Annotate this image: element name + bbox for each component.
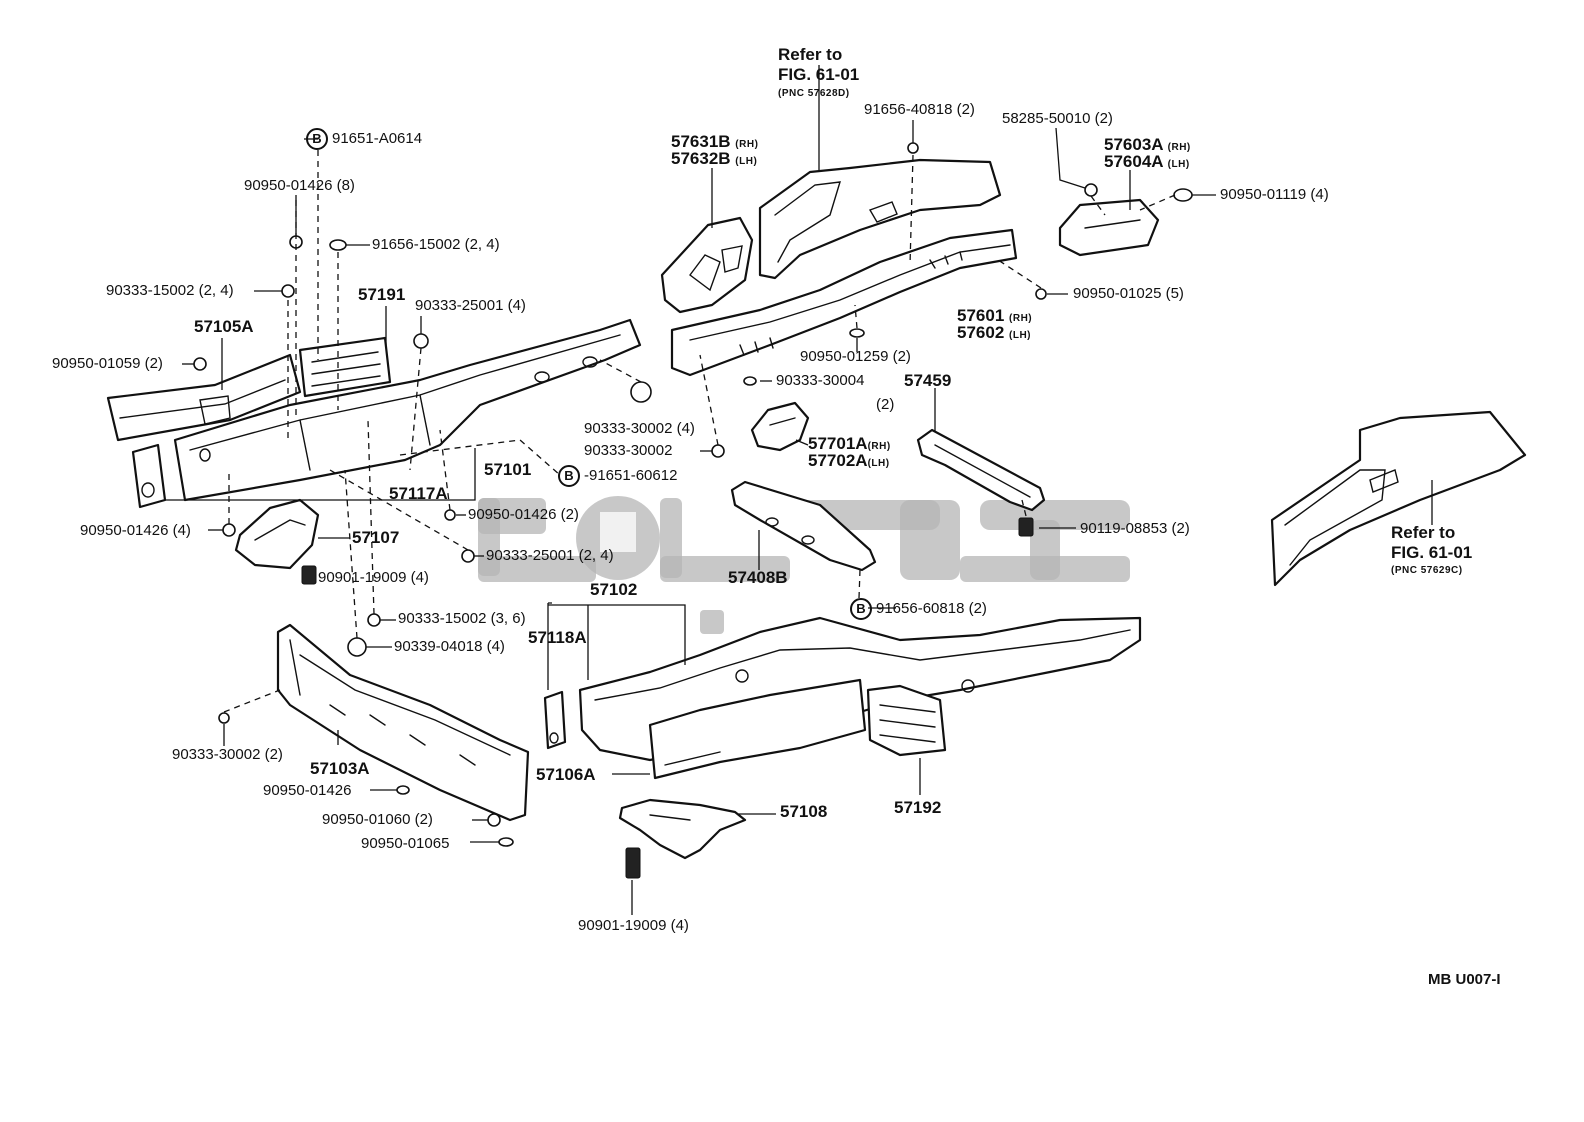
label-57108: 57108: [780, 802, 828, 821]
label-90901-19009-b: 90901-19009 (4): [578, 917, 689, 934]
label-91656-15002: 91656-15002 (2, 4): [372, 236, 500, 253]
label-90950-01426: 90950-01426: [263, 782, 352, 799]
label-90950-01025: 90950-01025 (5): [1073, 285, 1184, 302]
label-57117A: 57117A: [389, 484, 448, 503]
label-57106A: 57106A: [536, 765, 596, 784]
refer-note-2-line1: Refer to: [1391, 523, 1456, 542]
label-90119-08853: 90119-08853 (2): [1080, 520, 1190, 537]
label-90950-01426-4: 90950-01426 (4): [80, 522, 191, 539]
label-90333-25001-24: 90333-25001 (2, 4): [486, 547, 614, 564]
label-57603A: 57603A (RH): [1104, 135, 1191, 154]
label-57107: 57107: [352, 528, 400, 547]
label-90950-01059: 90950-01059 (2): [52, 355, 163, 372]
label-90333-30002-2: 90333-30002 (2): [172, 746, 283, 763]
watermark-logo: [478, 496, 1130, 634]
label-90901-19009-a: 90901-19009 (4): [318, 569, 429, 586]
label-57408B: 57408B: [728, 568, 788, 587]
label-90333-30002: 90333-30002: [584, 442, 673, 459]
part-57103A-crossmember: [276, 623, 530, 822]
label-57118A: 57118A: [528, 628, 587, 647]
callout-b-icon: B: [850, 598, 872, 620]
part-57408B-crossmember: [730, 480, 877, 572]
figure-code: MB U007-I: [1428, 971, 1501, 988]
label-90950-01060: 90950-01060 (2): [322, 811, 433, 828]
label-90333-25001-4: 90333-25001 (4): [415, 297, 526, 314]
label-57459: 57459: [904, 371, 952, 390]
part-57701A-bracket: [750, 401, 810, 452]
label-57601: 57601 (RH): [957, 306, 1033, 325]
label-90339-04018: 90339-04018 (4): [394, 638, 505, 655]
part-apron-rear-ref: [1270, 410, 1527, 587]
part-57603A-bracket: [1058, 198, 1160, 257]
label-90333-30002-4: 90333-30002 (4): [584, 420, 695, 437]
label-57701A: 57701A(RH): [808, 434, 891, 453]
refer-note-2-pnc: (PNC 57629C): [1391, 565, 1463, 576]
label-57191: 57191: [358, 285, 406, 304]
part-57117A-plate: [131, 443, 167, 509]
part-57101-frame: [173, 318, 642, 502]
label-90333-30004-qty: (2): [876, 396, 895, 413]
label-90950-01065: 90950-01065: [361, 835, 450, 852]
label-90950-01119: 90950-01119 (4): [1220, 186, 1329, 203]
part-57631B-apron-bracket: [660, 216, 754, 314]
refer-note-1-pnc: (PNC 57628D): [778, 88, 850, 99]
label-57631B: 57631B (RH): [671, 132, 759, 151]
label-90950-01259: 90950-01259 (2): [800, 348, 911, 365]
label-57702A: 57702A(LH): [808, 451, 890, 470]
label-57103A: 57103A: [310, 759, 370, 778]
part-57192-plate: [866, 684, 947, 757]
part-57108-bracket: [618, 798, 747, 860]
part-57601-side-member: [670, 228, 1018, 377]
callout-b-icon: B: [306, 128, 328, 150]
label-91656-40818: 91656-40818 (2): [864, 101, 975, 118]
label-90950-01426-2: 90950-01426 (2): [468, 506, 579, 523]
part-57118A-bracket: [543, 690, 567, 750]
part-57106A-reinforcement: [648, 678, 867, 780]
label-90333-15002-36: 90333-15002 (3, 6): [398, 610, 526, 627]
label-57105A: 57105A: [194, 317, 254, 336]
refer-note-1-line1: Refer to: [778, 45, 843, 64]
callout-b-icon: B: [558, 465, 580, 487]
label-57102: 57102: [590, 580, 638, 599]
label-57602: 57602 (LH): [957, 323, 1032, 342]
part-57459-brace: [916, 428, 1046, 512]
label-57192: 57192: [894, 798, 942, 817]
part-57191-bracket: [298, 336, 392, 398]
label-58285-50010: 58285-50010 (2): [1002, 110, 1113, 127]
label-91651-60612: B-91651-60612: [558, 465, 677, 487]
label-57604A: 57604A (LH): [1104, 152, 1190, 171]
part-apron-upper-ref: [758, 158, 1002, 280]
part-57107-bracket: [234, 498, 320, 570]
refer-note-2-line2: FIG. 61-01: [1391, 543, 1473, 562]
label-90950-01426-8: 90950-01426 (8): [244, 177, 355, 194]
leader-lines: [165, 65, 1433, 915]
label-57632B: 57632B (LH): [671, 149, 758, 168]
label-57101: 57101: [484, 460, 532, 479]
label-90333-15002-24: 90333-15002 (2, 4): [106, 282, 234, 299]
refer-note-1-line2: FIG. 61-01: [778, 65, 860, 84]
part-57105A-extension: [106, 353, 302, 442]
label-90333-30004: 90333-30004: [776, 372, 865, 389]
